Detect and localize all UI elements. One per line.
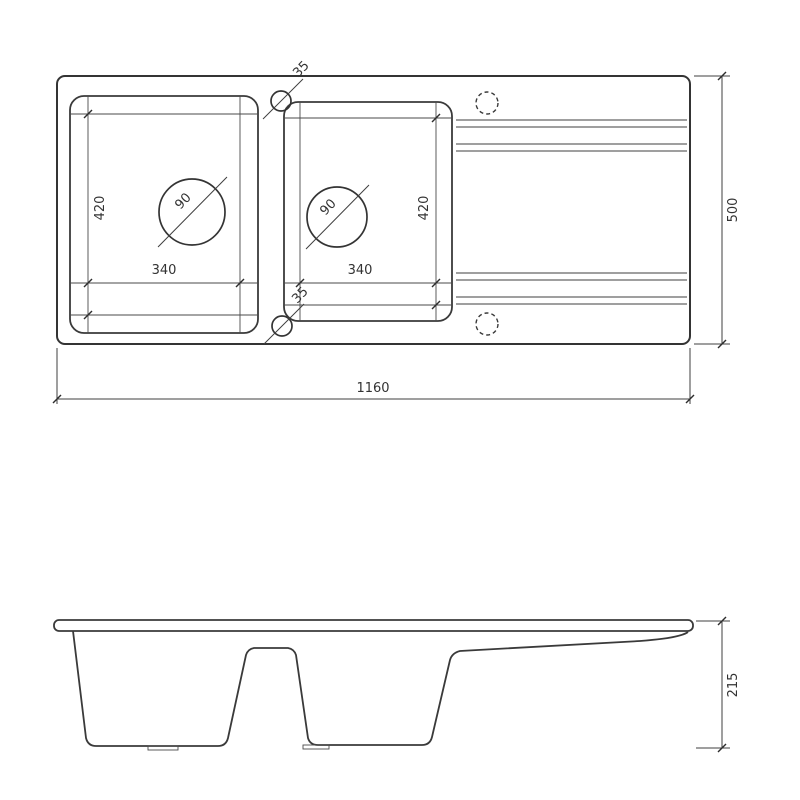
right-drain-leader: [305, 184, 370, 250]
dim-label-overall-depth: 500: [726, 198, 741, 223]
top-center-hole-leader: [262, 78, 304, 120]
dim-label-top-hole: 35: [290, 58, 312, 80]
top-center-hole: [270, 90, 292, 112]
tick: [295, 278, 305, 288]
dim-overall-width: 1160: [52, 348, 695, 404]
tick: [431, 300, 441, 310]
dim-label-right-bowl-depth: 420: [417, 196, 432, 221]
dim-label-bottom-hole: 35: [289, 284, 311, 306]
right-bowl: 90 420 340: [283, 101, 453, 322]
dim-label-right-bowl-width: 340: [348, 263, 373, 278]
right-bowl-outline: [283, 101, 453, 322]
bottom-center-hole-leader: [263, 303, 305, 345]
tick: [83, 310, 93, 320]
tick: [235, 278, 245, 288]
tick: [52, 394, 62, 404]
left-drain-leader: [157, 176, 228, 248]
tick: [431, 113, 441, 123]
drainer-area: [456, 91, 687, 336]
dim-label-side-height: 215: [726, 673, 741, 698]
tick: [717, 743, 727, 753]
tick: [685, 394, 695, 404]
dim-label-right-drain: 90: [317, 196, 339, 218]
bottom-center-hole: [271, 315, 293, 337]
left-bowl-foot: [147, 745, 179, 751]
tick: [717, 616, 727, 626]
tick: [431, 278, 441, 288]
body-profile: [72, 630, 689, 747]
top-view: 90 420 340 90 420 340 35: [52, 58, 741, 404]
tick: [83, 109, 93, 119]
dim-label-left-drain: 90: [172, 190, 194, 212]
side-view: 215: [53, 616, 741, 753]
dim-label-left-bowl-depth: 420: [93, 196, 108, 221]
dim-label-left-bowl-width: 340: [152, 263, 177, 278]
left-bowl-outline: [69, 95, 259, 334]
tick: [717, 71, 727, 81]
right-bowl-foot: [302, 744, 330, 750]
rim-profile: [53, 619, 694, 632]
left-bowl: 90 420 340: [69, 95, 259, 334]
dim-side-height: 215: [696, 616, 741, 753]
left-drain-circle: [158, 178, 226, 246]
tap-hole-bottom-dashed: [475, 312, 499, 336]
tap-hole-top-dashed: [475, 91, 499, 115]
tick: [83, 278, 93, 288]
tick: [717, 339, 727, 349]
right-drain-circle: [306, 186, 368, 248]
dim-overall-depth: 500: [694, 71, 741, 349]
sink-outer-outline: [56, 75, 691, 345]
dim-label-overall-width: 1160: [356, 381, 389, 396]
